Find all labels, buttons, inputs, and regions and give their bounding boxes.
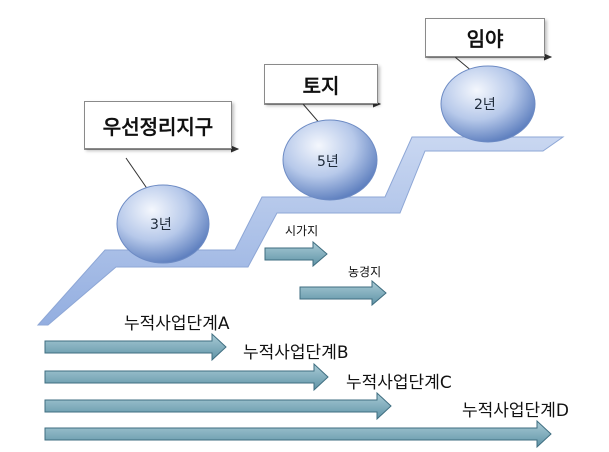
zone-box-stage-2: 토지 (264, 64, 378, 104)
cumulative-label-c: 누적사업단계C (346, 373, 452, 393)
cumulative-label-a: 누적사업단계A (124, 314, 230, 334)
zone-label-stage-1: 우선정리지구 (102, 114, 214, 139)
cumulative-arrow-a (44, 332, 227, 362)
cumulative-arrow-d (44, 419, 552, 449)
cumulative-arrow-b (44, 362, 329, 392)
years-stage-3: 2년 (474, 97, 496, 113)
zone-label-stage-2: 토지 (302, 73, 340, 98)
land-type-urban: 시가지 (285, 224, 319, 238)
sphere-stage-2 (282, 119, 378, 201)
years-stage-2: 5년 (317, 154, 339, 170)
cumulative-label-b: 누적사업단계B (243, 343, 349, 363)
zone-box-stage-1: 우선정리지구 (84, 101, 232, 149)
cumulative-label-d: 누적사업단계D (462, 401, 569, 421)
zone-label-stage-3: 임야 (466, 27, 504, 51)
land-arrow-2 (299, 279, 387, 307)
sphere-stage-3 (440, 65, 536, 143)
staircase (36, 136, 565, 326)
land-type-farmland: 농경지 (348, 265, 382, 279)
zone-box-stage-3: 임야 (425, 18, 545, 57)
sphere-stage-1 (116, 184, 210, 264)
land-arrow-1 (264, 240, 328, 268)
cumulative-arrow-c (44, 391, 392, 421)
years-stage-1: 3년 (150, 217, 172, 233)
